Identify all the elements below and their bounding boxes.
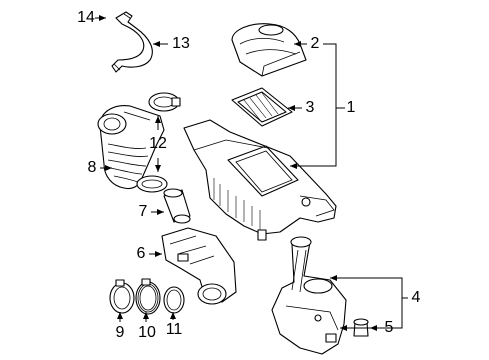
callout-5: 5 bbox=[384, 319, 394, 336]
clamp-ring-10 bbox=[135, 278, 161, 315]
leader-lines bbox=[95, 15, 408, 331]
callout-8: 8 bbox=[87, 159, 97, 176]
grommet bbox=[353, 318, 369, 337]
intake-tube bbox=[163, 188, 191, 224]
hose-clamp-lower bbox=[136, 175, 168, 193]
callout-4: 4 bbox=[411, 289, 421, 306]
intake-duct bbox=[97, 105, 165, 190]
callout-9: 9 bbox=[115, 324, 125, 341]
vent-hose bbox=[111, 11, 153, 73]
hose-clamp-upper bbox=[148, 92, 181, 112]
callout-7: 7 bbox=[138, 203, 148, 220]
air-cleaner-cover bbox=[231, 23, 307, 77]
lower-housing bbox=[271, 236, 347, 355]
callout-6: 6 bbox=[136, 245, 146, 262]
callout-12: 12 bbox=[149, 135, 167, 152]
callout-10: 10 bbox=[138, 324, 156, 341]
callout-1: 1 bbox=[346, 99, 356, 116]
clamp-ring-9 bbox=[109, 279, 135, 314]
resonator-duct bbox=[161, 227, 237, 305]
callout-11: 11 bbox=[165, 321, 183, 338]
callout-13: 13 bbox=[172, 35, 190, 52]
air-cleaner-housing bbox=[183, 119, 337, 241]
seal-ring-11 bbox=[163, 286, 185, 314]
callout-2: 2 bbox=[310, 35, 320, 52]
callout-3: 3 bbox=[305, 99, 315, 116]
air-filter-element bbox=[231, 87, 293, 127]
callout-14: 14 bbox=[77, 9, 95, 26]
